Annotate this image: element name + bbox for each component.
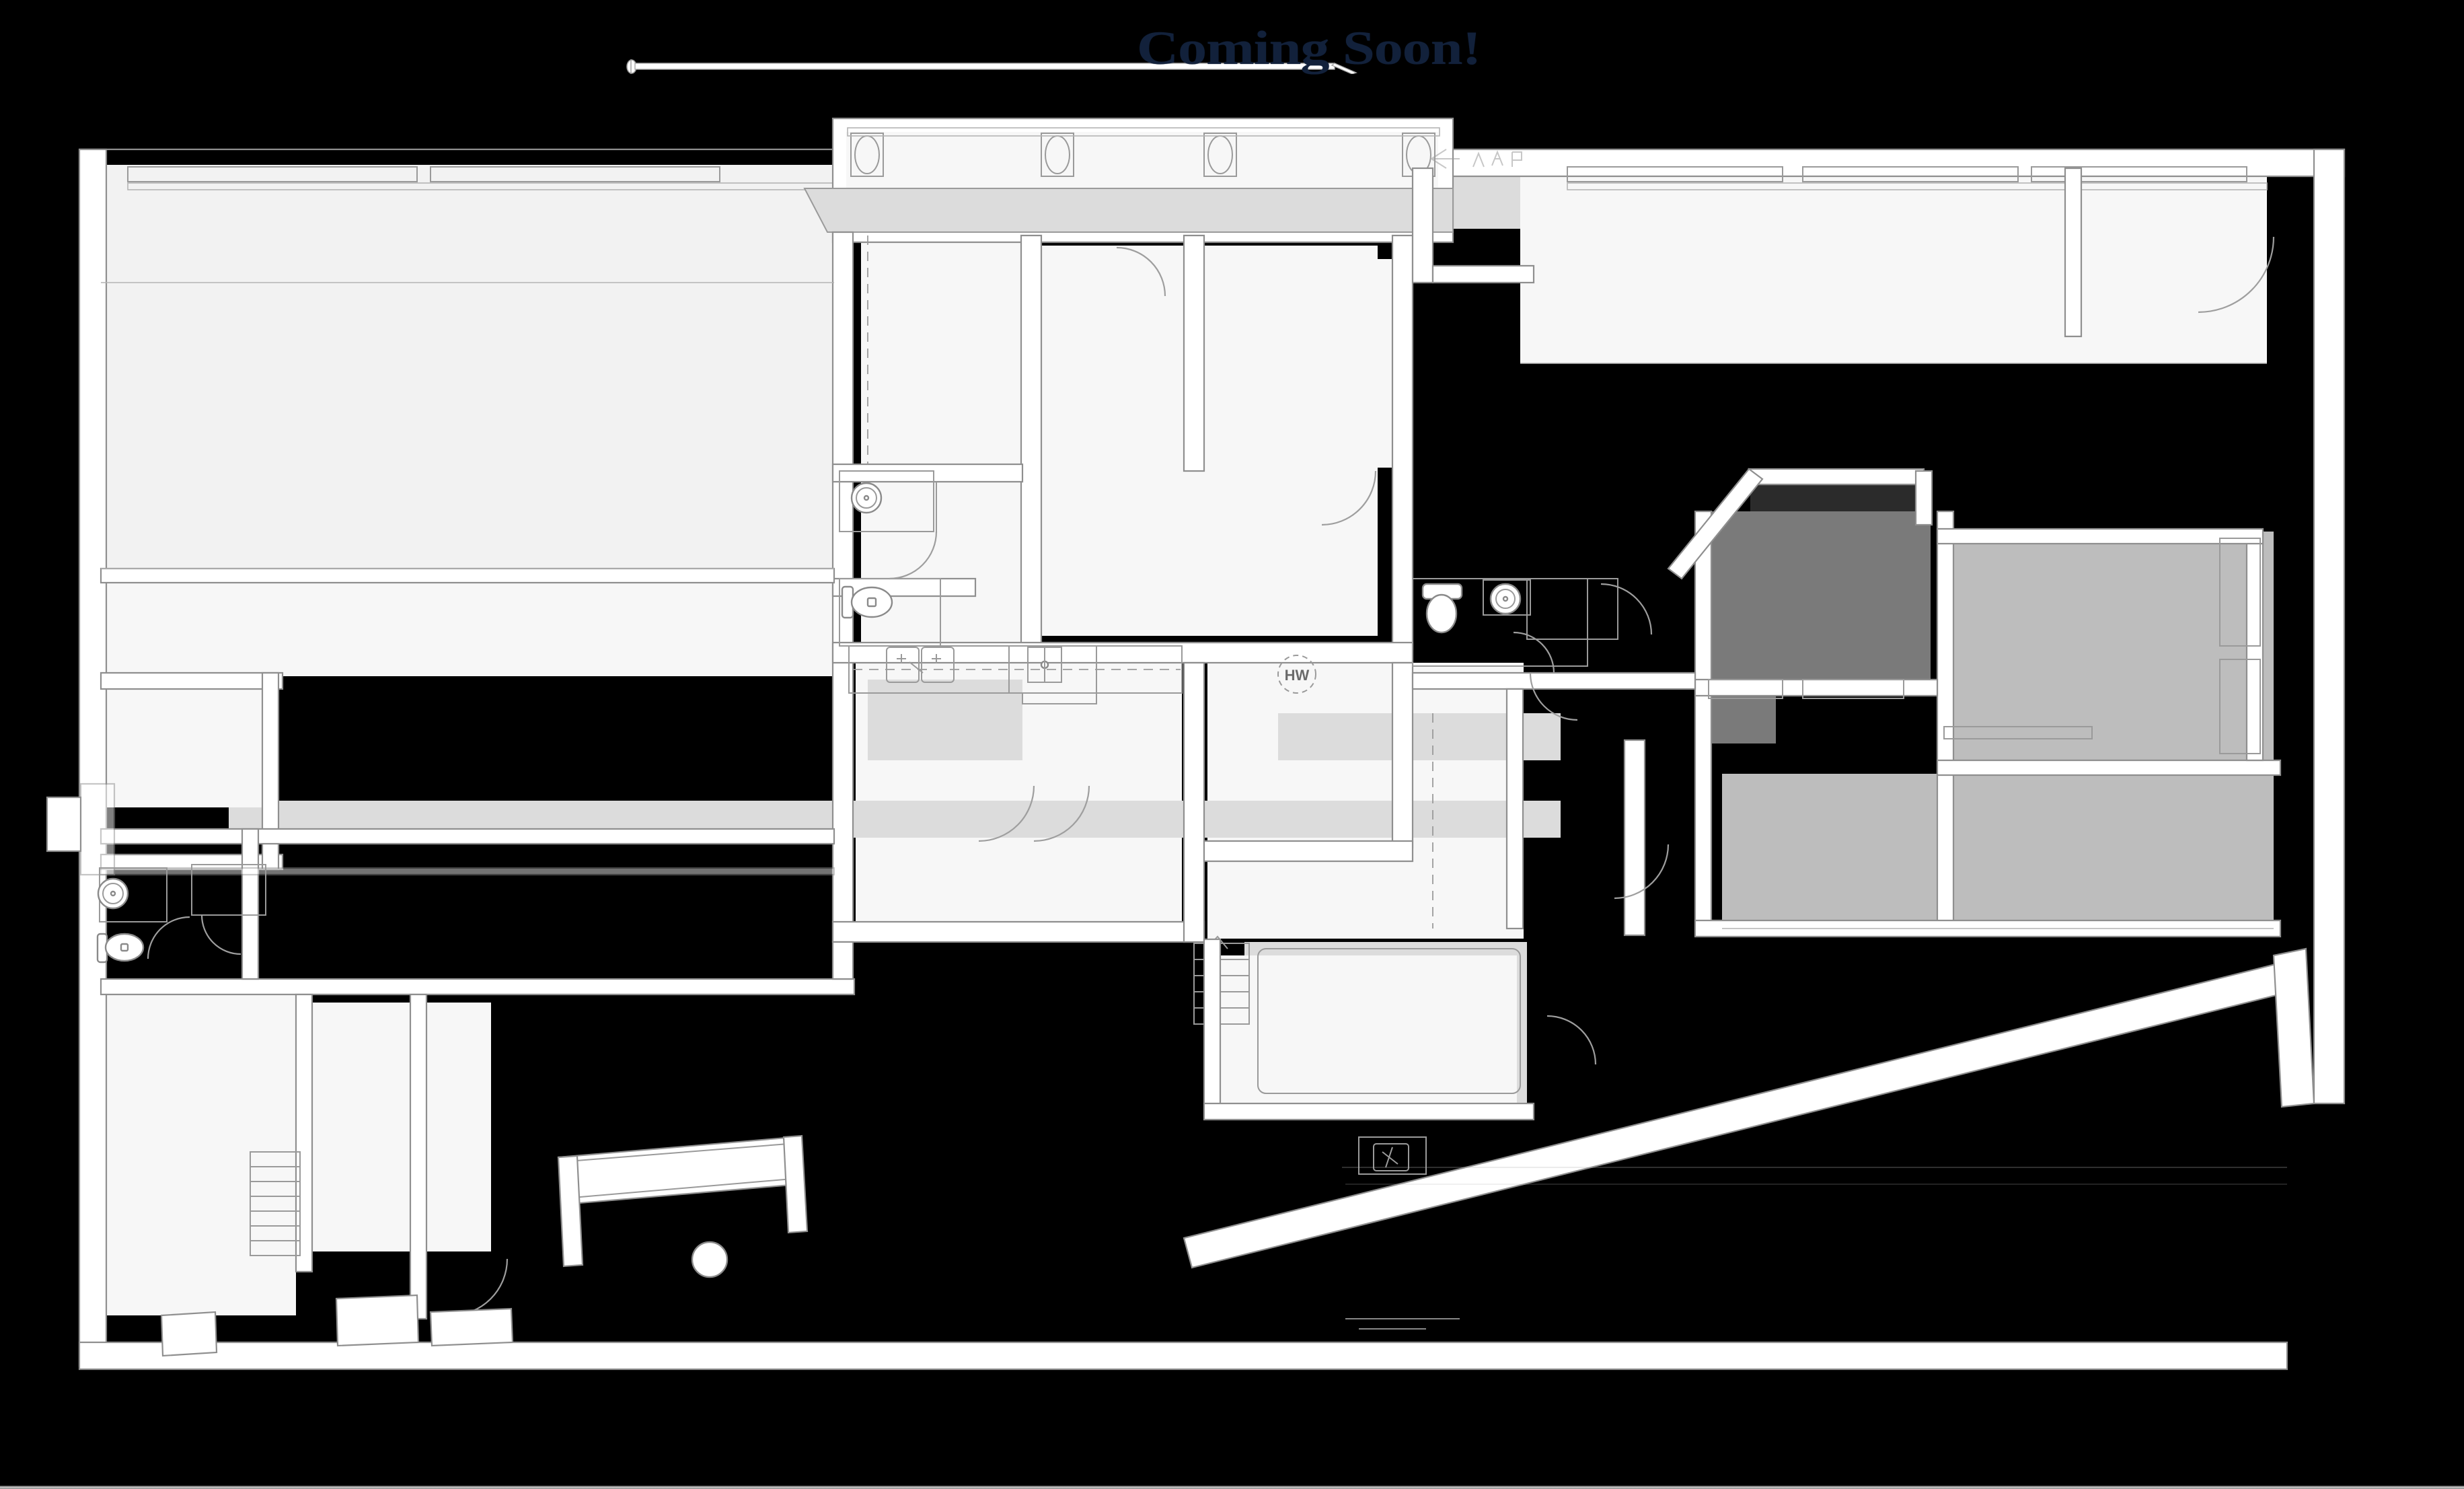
bathroom-upper-center bbox=[839, 470, 941, 647]
bathroom-lower-left bbox=[96, 864, 266, 964]
bathroom-center-right bbox=[1412, 578, 1653, 721]
door-swings bbox=[450, 236, 2275, 1317]
room-fills bbox=[101, 165, 2274, 1315]
kitchen-counters bbox=[848, 645, 1183, 704]
detail-lines bbox=[101, 282, 2287, 1330]
stair-lower-left bbox=[250, 1151, 301, 1256]
left-bump bbox=[46, 783, 116, 876]
exterior-walls bbox=[78, 148, 2346, 1371]
horizontal-scrollbar[interactable] bbox=[0, 1486, 2464, 1489]
lower-center-rooms bbox=[160, 938, 1535, 1357]
central-upper-block bbox=[803, 117, 1454, 244]
interior-walls-right bbox=[1411, 167, 2282, 938]
coming-soon-banner: Coming Soon! bbox=[1137, 21, 1481, 75]
handwritten-note bbox=[1431, 149, 1522, 169]
hot-water-heater-icon: HW bbox=[1277, 655, 1316, 694]
right-counters bbox=[1708, 538, 2261, 754]
hot-water-label: HW bbox=[1285, 667, 1310, 684]
dimension-pointer-line bbox=[626, 59, 1359, 75]
interior-walls-left bbox=[100, 567, 856, 1320]
